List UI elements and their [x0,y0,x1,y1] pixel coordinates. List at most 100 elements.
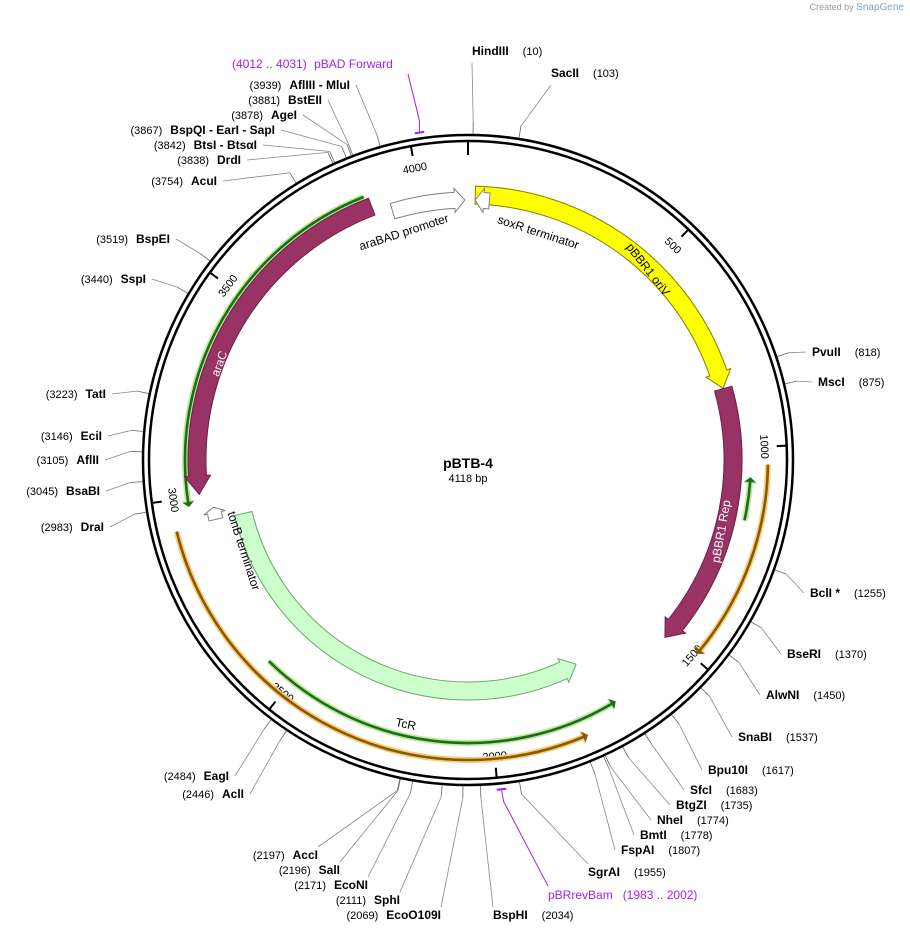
enzyme-name: SalI [319,863,340,877]
primer-bar-pbad-forward [414,130,425,135]
primers: (4012 .. 4031) pBAD ForwardpBRrevBam(198… [232,57,697,902]
enzyme-nhei: NheI(1774) [657,813,729,827]
backbone-outer-ring [141,133,795,787]
leader-line-msci [796,380,813,383]
enzyme-name: SacII [551,66,579,80]
enzyme-hindiii: HindIII(10) [472,44,542,58]
enzyme-text-pvuii: PvuII(818) [812,345,880,359]
leader-line-bsabi [105,482,131,492]
leader-line-btgzi [628,757,671,806]
enzyme-name: Bpu10I [708,763,748,777]
feature-label-arabad-promoter: araBAD promoter [357,211,450,253]
tick-mark-1500 [700,662,709,671]
enzyme-snabi: SnaBI(1537) [738,730,818,744]
leader-line-sfci [651,743,685,791]
enzyme-name: SgrAI [588,865,620,879]
enzyme-pvuii: PvuII(818) [812,345,880,359]
enzyme-position: (3440) [81,274,113,286]
enzyme-position: (2446) [182,789,214,801]
enzyme-text-bmti: BmtI (1778) [640,828,712,842]
leader-stub-drai [134,511,148,515]
tick-mark-2000 [494,767,498,778]
enzyme-name: EciI [81,429,102,443]
overlap-arrows [173,194,771,763]
leader-stub-econi [410,780,414,794]
enzyme-text-sgrai: SgrAI (1955) [588,865,666,879]
enzyme-name: AflII [76,453,99,467]
enzyme-name: EcoNI [334,878,368,892]
leader-line-sgrai [521,793,589,865]
leader-stub-sali [397,777,401,791]
enzyme-sphi: (2111)SphI [336,893,400,907]
leader-line-acci [317,790,398,848]
overlap-arrow-halo-0 [181,194,365,507]
enzyme-position: (2197) [253,850,285,862]
enzyme-agei: (3878)AgeI [231,108,297,122]
feature-arac [183,197,376,496]
primer-leader-pbad-forward [407,73,420,133]
leader-stub-tati [137,390,150,395]
primer-range: (1983 .. 2002) [623,888,698,902]
enzyme-position: (1537) [786,732,818,744]
tick-mark-500 [680,228,690,238]
leader-stub-bsabi [130,481,144,483]
enzyme-name: BseRI [787,647,821,661]
enzyme-position: (1778) [681,830,713,842]
primer-label-pbrrevbam: pBRrevBam (1983 .. 2002) [548,888,697,902]
enzyme-text-sfci: SfcI(1683) [690,783,758,797]
enzyme-position: (1955) [634,867,666,879]
enzyme-name: BtgZI [676,798,707,812]
leader-line-hindiii [471,62,474,123]
enzyme-ecoo109i: (2069)EcoO109I [347,908,442,922]
enzyme-btsi-bts-i: (3842)BtsI - BtsαI [154,138,257,152]
leader-stub-fspai [589,761,596,774]
enzyme-name: BclI * [810,586,840,600]
enzyme-name: EcoO109I [386,908,441,922]
leader-stub-bspei [200,253,211,262]
enzyme-bmti: BmtI (1778) [640,828,712,842]
primer-name: pBRrevBam [548,888,613,902]
plasmid-size: 4118 bp [449,473,488,485]
leader-line-bsphi [480,797,494,908]
enzyme-text-btsi-bts-i: (3842)BtsI - BtsαI [154,138,257,152]
enzyme-text-tati: (3223)TatI [46,387,106,401]
enzyme-bsphi: BspHI(2034) [493,908,573,922]
tick-mark-2500 [268,701,277,711]
enzyme-text-ecii: (3146)EciI [41,429,102,443]
enzyme-sfci: SfcI(1683) [690,783,758,797]
enzyme-position: (2983) [41,522,73,534]
leader-stub-acli [279,729,288,742]
tick-mark-3000 [151,500,162,504]
leader-line-bspqi-eari-sapi [280,129,342,147]
leader-line-acli [249,740,281,795]
enzyme-bspei: (3519)BspEI [96,232,170,246]
enzyme-text-eagi: (2484)EagI [164,769,229,783]
leader-line-sali [339,790,399,863]
enzyme-afliii-mlui: (3939)AflIII - MluI [250,78,350,92]
overlap-arrow-3 [695,464,770,655]
enzyme-text-bpu10i: Bpu10I(1617) [708,763,794,777]
leader-stub-bcli [773,569,787,575]
enzyme-position: (3519) [96,234,128,246]
enzyme-name: NheI [657,813,683,827]
tick-label-500: 500 [662,235,684,256]
enzyme-sacii: SacII(103) [551,66,619,80]
leader-stub-bpu10i [670,713,680,725]
leader-line-sacii [520,84,552,127]
leader-stub-ecii [131,430,145,432]
enzyme-position: (10) [523,46,543,58]
enzyme-sgrai: SgrAI (1955) [588,865,666,879]
enzyme-text-bsteii: (3881)BstEII [248,93,322,107]
enzyme-name: DraI [81,520,104,534]
enzyme-name: AflIII - MluI [289,78,350,92]
enzyme-alwni: AlwNI(1450) [766,688,845,702]
enzyme-tati: (3223)TatI [46,387,106,401]
enzyme-bsabi: (3045)BsaBI [26,484,100,498]
leader-stub-bmti [602,755,609,768]
leader-stub-bspqi-eari-sapi [341,146,347,159]
enzyme-name: BmtI [640,828,667,842]
enzyme-text-ecoo109i: (2069)EcoO109I [347,908,442,922]
enzyme-name: SphI [374,893,400,907]
overlap-arrow-2 [267,660,616,745]
enzyme-name: SfcI [690,783,712,797]
